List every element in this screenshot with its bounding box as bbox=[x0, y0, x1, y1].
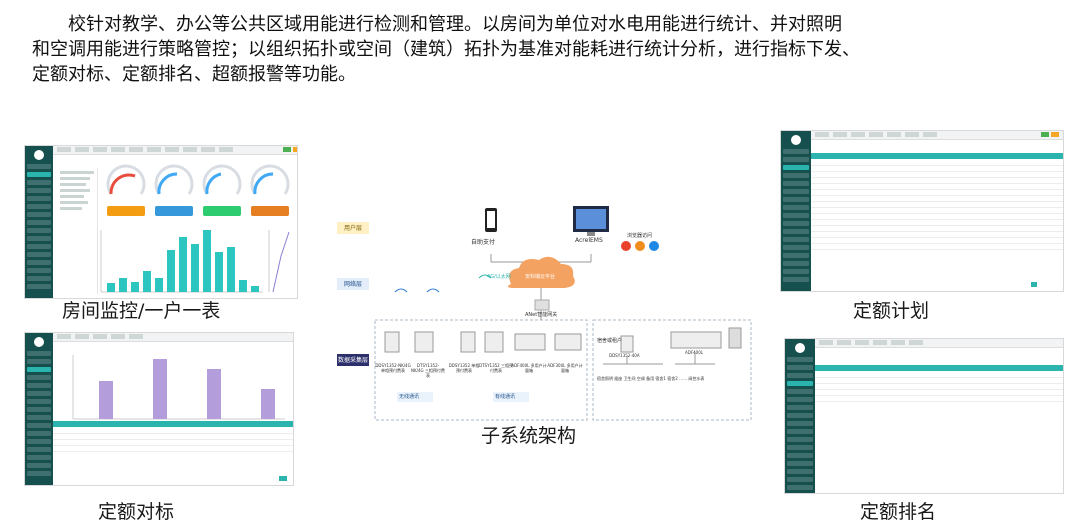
bar bbox=[143, 271, 151, 292]
quota-plan-screenshot bbox=[780, 130, 1064, 292]
load-6: 宿舍1 bbox=[655, 376, 666, 381]
device-4-label: DTSY1352 三相预付费表 bbox=[479, 363, 513, 373]
bar bbox=[155, 278, 163, 292]
load-5: 备用 bbox=[646, 376, 655, 381]
sidebar bbox=[25, 146, 53, 298]
caption-quota-plan: 定额计划 bbox=[853, 300, 930, 322]
device-3-label: DDSY1352 单相预付费表 bbox=[448, 363, 480, 373]
load-3: 卫生间 bbox=[623, 376, 636, 381]
net-4g-label: 4G/以太网 bbox=[487, 274, 511, 280]
browser-label: 浏览器访问 bbox=[627, 233, 653, 239]
bar bbox=[107, 283, 115, 292]
bar bbox=[207, 369, 221, 419]
wireless-label: 无线通讯 bbox=[399, 394, 420, 400]
sidebar bbox=[781, 131, 811, 291]
load-labels: 宿舍照明 插座 卫生间 空调 备用 宿舍1 宿舍2 …… 阀控水表 bbox=[597, 376, 704, 382]
intro-line-2: 和空调用能进行策略管控；以组织拓扑或空间（建筑）拓扑为基准对能耗进行统计分析，进… bbox=[32, 39, 860, 60]
layer-data-label: 数据采集层 bbox=[337, 357, 368, 364]
room-monitor-screenshot bbox=[24, 145, 298, 299]
intro-paragraph: 校针对教学、办公等公共区域用能进行检测和管理。以房间为单位对水电用能进行统计、并… bbox=[32, 12, 1052, 87]
room-monitor-charts bbox=[100, 164, 290, 293]
device-6-label: ADF300L 多用户计量箱 bbox=[547, 363, 583, 373]
bar bbox=[167, 250, 175, 292]
caption-quota-ranking: 定额排名 bbox=[860, 501, 937, 523]
subsystem-architecture-diagram: 用户层 网络层 数据采集层 自助支付 AcrelEMS 浏览器访问 安科瑞云平台… bbox=[335, 206, 755, 446]
dorm-label: 宿舍或租户 bbox=[597, 338, 623, 344]
wired-label: 有线通讯 bbox=[495, 394, 516, 400]
device-1-label: DDSY1352-NK/4G 单相预付费表 bbox=[375, 363, 411, 373]
caption-benchmark: 定额对标 bbox=[98, 501, 175, 523]
layer-user-label: 用户层 bbox=[343, 225, 362, 232]
quota-ranking-screenshot bbox=[784, 338, 1064, 494]
bar bbox=[153, 359, 167, 419]
bar bbox=[261, 389, 275, 419]
cloud-label: 安科瑞云平台 bbox=[525, 274, 556, 280]
load-9: 阀控水表 bbox=[688, 376, 705, 381]
bar bbox=[99, 381, 113, 419]
gateway-label: ANet智能网关 bbox=[525, 312, 558, 318]
bar bbox=[191, 244, 199, 292]
device-2-label: DTSY1352-NK/4G 三相预付费表 bbox=[411, 363, 445, 378]
benchmark-chart bbox=[72, 355, 285, 420]
sidebar bbox=[25, 333, 53, 485]
caption-architecture: 子系统架构 bbox=[481, 425, 577, 447]
meter-right-label: DDSY1352-40A bbox=[609, 353, 640, 358]
device-5-label: ADF400L 多用户计量箱 bbox=[511, 363, 547, 373]
bar bbox=[179, 237, 187, 292]
bar bbox=[119, 278, 127, 292]
bar bbox=[131, 282, 139, 292]
load-1: 宿舍照明 bbox=[597, 376, 613, 381]
bar bbox=[227, 247, 235, 292]
bar bbox=[251, 286, 259, 292]
benchmark-screenshot bbox=[24, 332, 294, 486]
layer-net-label: 网络层 bbox=[343, 281, 362, 288]
bar bbox=[203, 230, 211, 292]
caption-room-monitor: 房间监控/一户一表 bbox=[62, 300, 221, 322]
sidebar bbox=[785, 339, 815, 493]
load-4: 空调 bbox=[636, 376, 645, 381]
load-8: …… bbox=[679, 376, 688, 381]
web-label: AcrelEMS bbox=[575, 237, 603, 244]
self-pay-label: 自助支付 bbox=[471, 239, 496, 246]
intro-line-3: 定额对标、定额排名、超额报警等功能。 bbox=[32, 64, 356, 85]
bar bbox=[239, 280, 247, 292]
adf-right-label: ADF400L bbox=[685, 350, 703, 355]
bar bbox=[215, 252, 223, 292]
intro-line-1: 校针对教学、办公等公共区域用能进行检测和管理。以房间为单位对水电用能进行统计、并… bbox=[68, 14, 842, 35]
load-7: 宿舍2 bbox=[667, 376, 678, 381]
load-2: 插座 bbox=[614, 376, 623, 381]
